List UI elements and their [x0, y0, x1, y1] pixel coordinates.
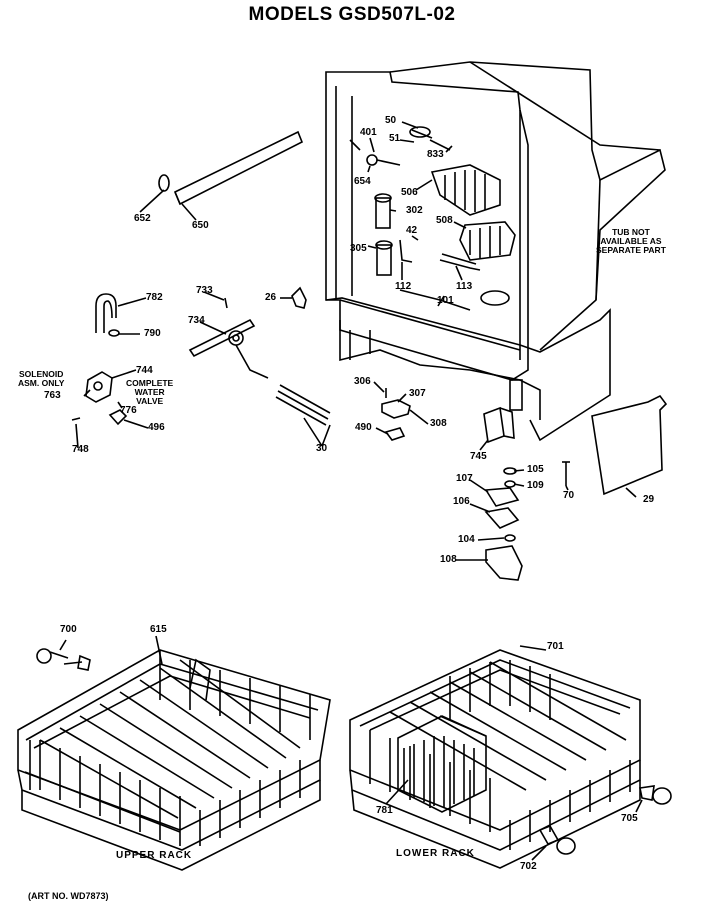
- part-label-496: 496: [148, 422, 165, 433]
- part-label-781: 781: [376, 805, 393, 816]
- left-side-parts: [71, 130, 331, 426]
- part-label-70: 70: [563, 490, 575, 501]
- tub-not-available-note: TUB NOT AVAILABLE AS SEPARATE PART: [596, 227, 666, 255]
- part-label-307: 307: [409, 388, 426, 399]
- art-number: (ART NO. WD7873): [28, 891, 109, 901]
- part-label-42: 42: [406, 225, 418, 236]
- upper-rack-caption: UPPER RACK: [116, 850, 193, 861]
- part-label-508: 508: [436, 215, 453, 226]
- part-label-51: 51: [389, 133, 401, 144]
- part-label-833: 833: [427, 149, 444, 160]
- page-title: MODELS GSD507L-02: [248, 4, 456, 25]
- solenoid-asm-note: SOLENOID ASM. ONLY: [18, 369, 65, 388]
- part-label-490: 490: [355, 422, 372, 433]
- part-label-763: 763: [44, 390, 61, 401]
- part-label-30: 30: [316, 443, 328, 454]
- lower-middle-parts: [381, 388, 570, 581]
- part-label-109: 109: [527, 480, 544, 491]
- internal-parts: [366, 126, 516, 276]
- part-label-302: 302: [406, 205, 423, 216]
- part-label-106: 106: [453, 496, 470, 507]
- part-label-615: 615: [150, 624, 167, 635]
- part-label-105: 105: [527, 464, 544, 475]
- part-label-701: 701: [547, 641, 564, 652]
- lower-rack: [349, 645, 672, 869]
- part-label-112: 112: [395, 281, 412, 292]
- part-label-113: 113: [456, 281, 473, 292]
- part-label-101: 101: [437, 295, 454, 306]
- part-label-108: 108: [440, 554, 457, 565]
- part-label-745: 745: [470, 451, 487, 462]
- panel-29: [591, 394, 668, 496]
- part-label-702: 702: [520, 861, 537, 872]
- part-label-748: 748: [72, 444, 89, 455]
- part-label-744: 744: [136, 365, 153, 376]
- part-label-506: 506: [401, 187, 418, 198]
- leader-lines: [75, 121, 637, 561]
- part-label-305: 305: [350, 243, 367, 254]
- part-label-776: 776: [120, 405, 137, 416]
- part-label-790: 790: [144, 328, 161, 339]
- lower-rack-caption: LOWER RACK: [396, 848, 475, 859]
- part-label-26: 26: [265, 292, 277, 303]
- part-label-29: 29: [643, 494, 655, 505]
- part-label-654: 654: [354, 176, 371, 187]
- part-label-50: 50: [385, 115, 397, 126]
- part-label-308: 308: [430, 418, 447, 429]
- part-label-104: 104: [458, 534, 475, 545]
- part-label-705: 705: [621, 813, 638, 824]
- part-label-734: 734: [188, 315, 205, 326]
- part-label-733: 733: [196, 285, 213, 296]
- part-label-306: 306: [354, 376, 371, 387]
- dishwasher-tub: [325, 61, 666, 442]
- part-label-652: 652: [134, 213, 151, 224]
- part-label-700: 700: [60, 624, 77, 635]
- part-label-401: 401: [360, 127, 377, 138]
- complete-water-valve-note: COMPLETE WATER VALVE: [126, 378, 174, 406]
- part-label-107: 107: [456, 473, 473, 484]
- part-label-650: 650: [192, 220, 209, 231]
- part-label-782: 782: [146, 292, 163, 303]
- upper-rack: [17, 635, 331, 871]
